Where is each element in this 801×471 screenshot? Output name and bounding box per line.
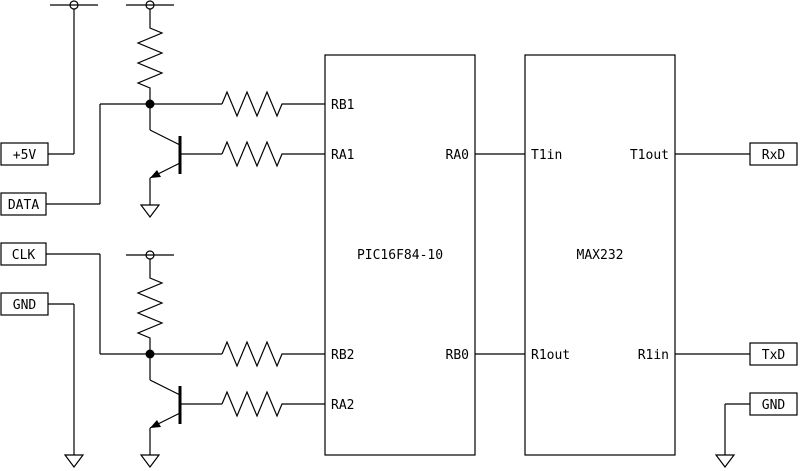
max-pin-r1out: R1out: [531, 348, 570, 363]
vcc-rail-right: [126, 0, 174, 10]
max232-chip: [524, 54, 676, 456]
pic-pin-ra0: RA0: [446, 148, 469, 163]
vcc-rail-lower: [126, 250, 174, 260]
transistor-lower: [139, 354, 182, 468]
pic-pin-ra2: RA2: [331, 398, 354, 413]
transistor-upper: [139, 104, 182, 218]
pic16f84-chip: [324, 54, 476, 456]
ground-left: [48, 303, 85, 468]
pic-pin-rb0: RB0: [446, 348, 469, 363]
max-pin-r1in: R1in: [638, 348, 669, 363]
pic-pin-rb2: RB2: [331, 348, 354, 363]
port-gnd-right-label: GND: [762, 398, 786, 413]
max232-chip-name: MAX232: [577, 248, 624, 263]
resistor-rb1: [221, 90, 325, 118]
port-data-label: DATA: [8, 198, 39, 213]
port-txd-label: TxD: [762, 348, 786, 363]
max-pin-t1out: T1out: [630, 148, 669, 163]
pullup-resistor-lower: [136, 259, 164, 354]
pullup-resistor-upper: [136, 9, 164, 104]
port-rxd-label: RxD: [762, 148, 786, 163]
resistor-ra2: [221, 390, 325, 418]
port-clk-label: CLK: [12, 248, 36, 263]
resistor-rb2: [221, 340, 325, 368]
port-vplus-label: +5V: [13, 148, 37, 163]
port-gnd-left-label: GND: [13, 298, 37, 313]
vcc-rail-left: [50, 0, 98, 154]
pic-chip-name: PIC16F84-10: [357, 248, 443, 263]
pic-pin-ra1: RA1: [331, 148, 354, 163]
pic-pin-rb1: RB1: [331, 98, 354, 113]
ground-right: [714, 403, 750, 468]
max-pin-t1in: T1in: [531, 148, 562, 163]
resistor-ra1: [221, 140, 325, 168]
